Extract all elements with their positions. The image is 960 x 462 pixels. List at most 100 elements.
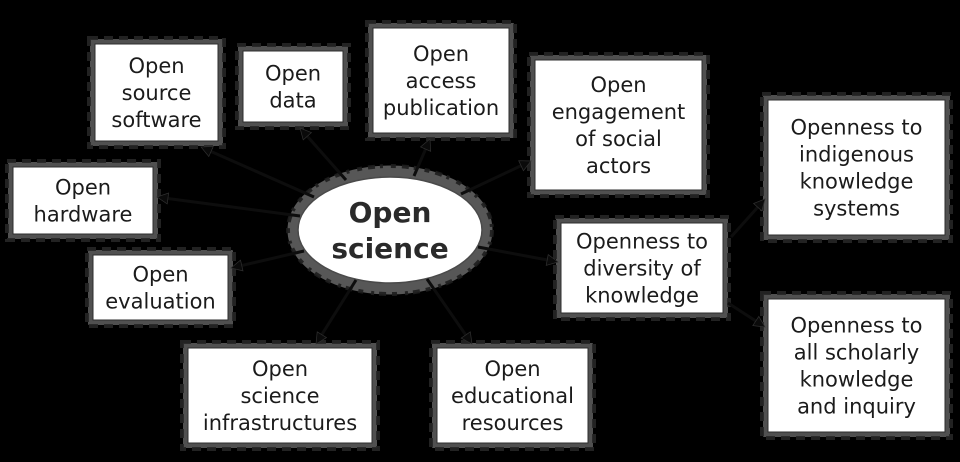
node-label-line: systems [813, 196, 900, 220]
node-label-line: Open [55, 175, 111, 199]
node-dashed-halo [85, 247, 236, 328]
node-label-line: actors [586, 154, 651, 178]
edge-line [729, 203, 761, 239]
arrowhead-icon [752, 315, 766, 328]
edge-openness-diversity-knowledge-openness-indigenous-knowledge [729, 198, 766, 239]
node-label-line: diversity of [583, 256, 701, 280]
node-dashed-halo [365, 20, 517, 141]
node-fill [436, 347, 589, 444]
node-label-line: data [269, 88, 316, 112]
node-open-data: Open data [235, 43, 351, 130]
center-ellipse [297, 176, 483, 284]
node-fill [242, 50, 344, 123]
center-ring-dashed-halo [286, 164, 494, 296]
node-dashed-halo [235, 43, 351, 130]
node-dashed-halo [760, 291, 953, 440]
edge-open-science-open-access-publication [412, 138, 432, 177]
node-label: Open source software [111, 54, 201, 132]
node-dashed-halo [760, 92, 953, 243]
node-label: Openness to indigenous knowledge systems [791, 115, 923, 220]
node-fill [372, 27, 510, 134]
arrowhead-icon [419, 138, 432, 152]
node-fill [534, 59, 703, 191]
arrowhead-icon [315, 331, 328, 345]
arrowhead-icon [545, 253, 559, 266]
arrowhead-icon [299, 127, 313, 141]
node-label: Open hardware [34, 175, 133, 226]
node-fill [92, 254, 229, 321]
node-label: Open evaluation [105, 262, 215, 313]
node-dashed-halo [527, 52, 710, 198]
edge-line [727, 301, 760, 324]
node-dashed-halo [180, 340, 380, 451]
node-fill [12, 166, 154, 235]
edge-openness-diversity-knowledge-openness-all-scholarly [727, 301, 766, 328]
node-label-line: Openness to [791, 313, 923, 337]
edge-line [238, 249, 305, 268]
arrowhead-icon [460, 331, 473, 345]
edge-line [477, 245, 551, 262]
node-dashed-halo [87, 36, 226, 149]
node-open-evaluation: Open evaluation [85, 247, 236, 328]
edge-open-science-open-source-software [200, 146, 315, 199]
edge-open-science-open-educational-resources [425, 278, 473, 345]
node-dashed-halo [553, 215, 731, 321]
node-label-line: indigenous [799, 142, 914, 166]
edge-line [304, 133, 348, 181]
node-label-line: Open [413, 42, 469, 66]
node-label-line: hardware [34, 202, 133, 226]
edge-open-science-openness-diversity-knowledge [477, 245, 559, 266]
node-fill [187, 347, 373, 444]
node-open-source-software: Open source software [87, 36, 226, 149]
center-label-line: science [331, 232, 448, 265]
node-label-line: of social [575, 127, 662, 151]
node-label-line: knowledge [800, 367, 914, 391]
center-label-line: Open [349, 196, 432, 229]
arrowhead-icon [200, 146, 214, 158]
node-fill [767, 298, 946, 433]
node-label-line: Openness to [791, 115, 923, 139]
arrowhead-icon [518, 160, 532, 172]
node-label: Open data [265, 61, 321, 112]
node-label-line: access [406, 69, 477, 93]
node-label-line: educational [451, 384, 574, 408]
edge-line [318, 279, 358, 338]
node-dashed-halo [5, 159, 161, 242]
node-label: Open engagement of social actors [552, 73, 686, 178]
node-label-line: Open [128, 54, 184, 78]
node-label-line: Open [265, 61, 321, 85]
node-dashed-halo [429, 340, 596, 451]
edge-line [425, 278, 469, 339]
arrowhead-icon [156, 192, 170, 205]
edge-line [460, 163, 525, 196]
node-label-line: software [111, 108, 201, 132]
edge-line [207, 148, 315, 199]
node-label-line: source [122, 81, 192, 105]
node-label-line: engagement [552, 100, 686, 124]
edge-open-science-open-engagement-social-actors [460, 160, 532, 196]
node-label-line: science [240, 384, 319, 408]
node-label-line: and inquiry [797, 394, 916, 418]
center-ring [287, 165, 493, 295]
edge-open-science-open-data [299, 127, 348, 181]
edge-open-science-open-evaluation [230, 249, 305, 272]
node-label-line: Open [132, 262, 188, 286]
node-label-line: knowledge [800, 169, 914, 193]
arrowhead-icon [752, 198, 766, 212]
node-open-engagement-social-actors: Open engagement of social actors [527, 52, 710, 198]
node-label-line: evaluation [105, 289, 215, 313]
node-label-line: Open [252, 357, 308, 381]
node-label-line: Open [590, 73, 646, 97]
